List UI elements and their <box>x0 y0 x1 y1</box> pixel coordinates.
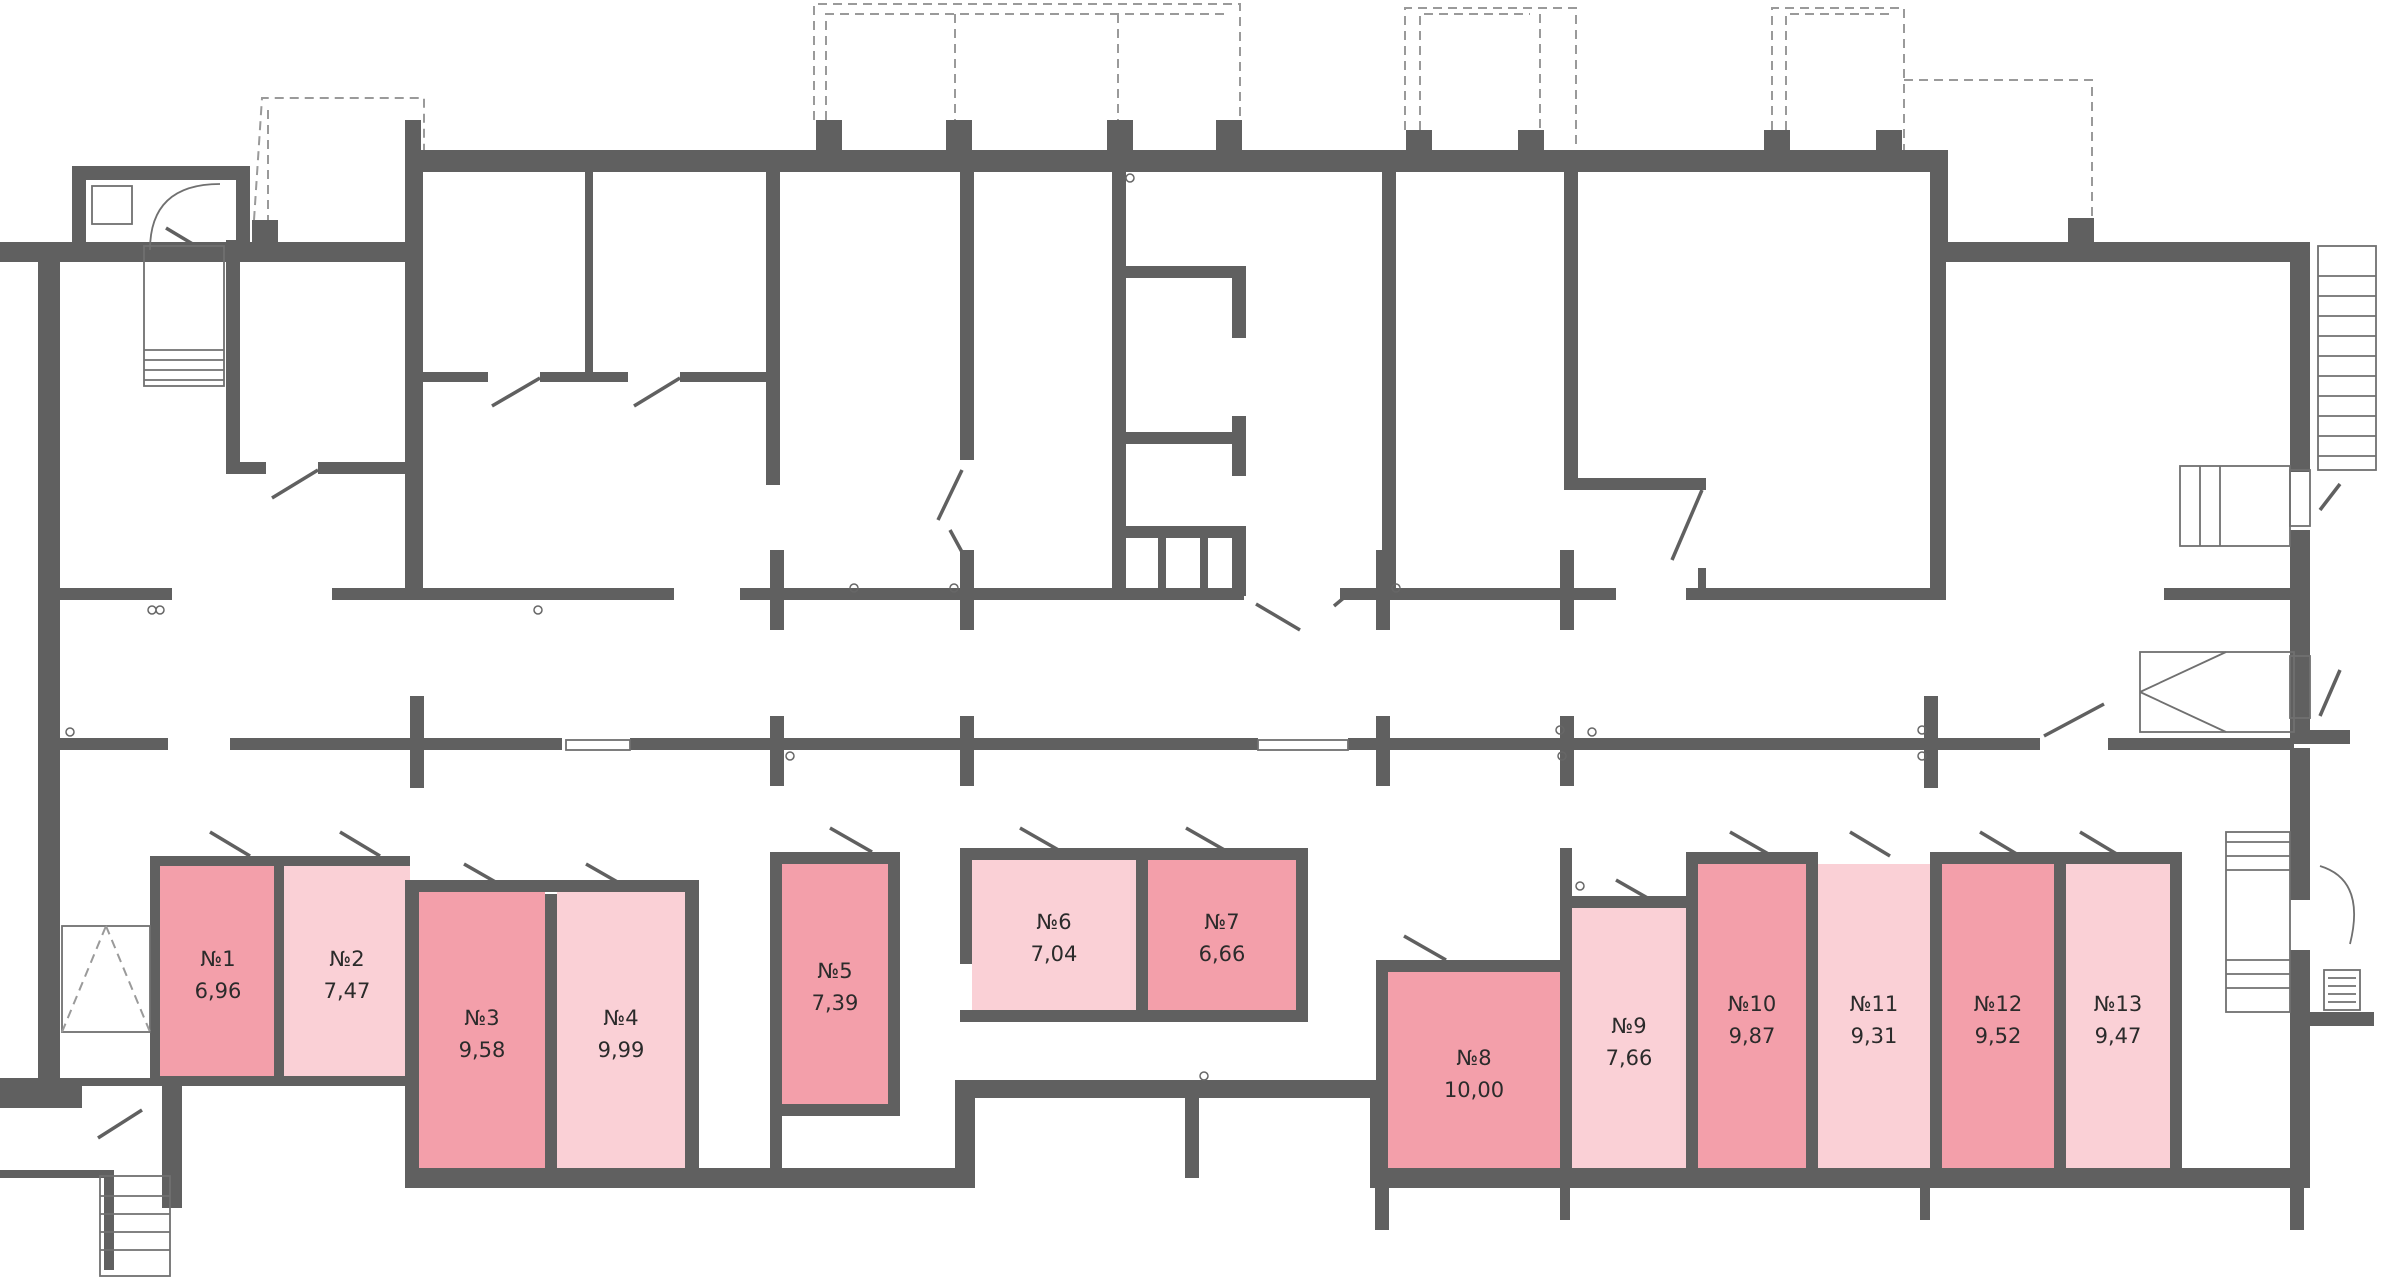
unit-area-label: 9,99 <box>598 1038 645 1062</box>
unit-number-label: №6 <box>1036 910 1071 934</box>
storage-unit-5[interactable] <box>782 864 888 1104</box>
unit-area-label: 6,96 <box>195 979 242 1003</box>
unit-area-label: 9,31 <box>1851 1024 1898 1048</box>
unit-area-label: 9,52 <box>1975 1024 2022 1048</box>
unit-area-label: 10,00 <box>1444 1078 1504 1102</box>
unit-area-label: 7,66 <box>1606 1046 1653 1070</box>
storage-unit-9[interactable] <box>1572 908 1686 1170</box>
unit-area-label: 9,47 <box>2095 1024 2142 1048</box>
storage-unit-12[interactable] <box>1942 864 2054 1170</box>
unit-area-label: 6,66 <box>1199 942 1246 966</box>
unit-number-label: №1 <box>200 947 235 971</box>
unit-area-label: 7,47 <box>324 979 371 1003</box>
storage-unit-4[interactable] <box>557 892 685 1170</box>
unit-number-label: №2 <box>329 947 364 971</box>
unit-number-label: №11 <box>1850 992 1899 1016</box>
storage-unit-8[interactable] <box>1388 972 1560 1170</box>
service-markers <box>65 173 1927 1081</box>
storage-unit-11[interactable] <box>1818 864 1930 1170</box>
unit-area-label: 9,58 <box>459 1038 506 1062</box>
unit-number-label: №5 <box>817 959 852 983</box>
unit-labels: №1 6,96 №2 7,47 №3 9,58 №4 9,99 №5 7,39 №6 7,04 №7 6,… <box>195 910 2143 1102</box>
unit-number-label: №3 <box>464 1006 499 1030</box>
unit-area-label: 7,39 <box>812 991 859 1015</box>
storage-unit-2[interactable] <box>284 866 410 1078</box>
storage-unit-6[interactable] <box>972 860 1136 1010</box>
unit-number-label: №7 <box>1204 910 1239 934</box>
stairs <box>61 183 2377 1277</box>
window-outlines <box>253 3 2093 221</box>
doors <box>97 226 2342 1140</box>
storage-unit-13[interactable] <box>2066 864 2170 1170</box>
unit-area-label: 9,87 <box>1729 1024 1776 1048</box>
storage-unit-7[interactable] <box>1148 860 1296 1010</box>
unit-number-label: №13 <box>2094 992 2143 1016</box>
unit-number-label: №8 <box>1456 1046 1491 1070</box>
unit-area-label: 7,04 <box>1031 942 1078 966</box>
storage-unit-10[interactable] <box>1698 864 1806 1170</box>
unit-number-label: №10 <box>1728 992 1777 1016</box>
storage-unit-1[interactable] <box>160 866 276 1078</box>
interior-walls <box>60 160 2294 1180</box>
unit-number-label: №12 <box>1974 992 2023 1016</box>
storage-units <box>160 860 2170 1170</box>
storage-unit-3[interactable] <box>419 892 545 1170</box>
unit-number-label: №9 <box>1611 1014 1646 1038</box>
unit-number-label: №4 <box>603 1006 638 1030</box>
